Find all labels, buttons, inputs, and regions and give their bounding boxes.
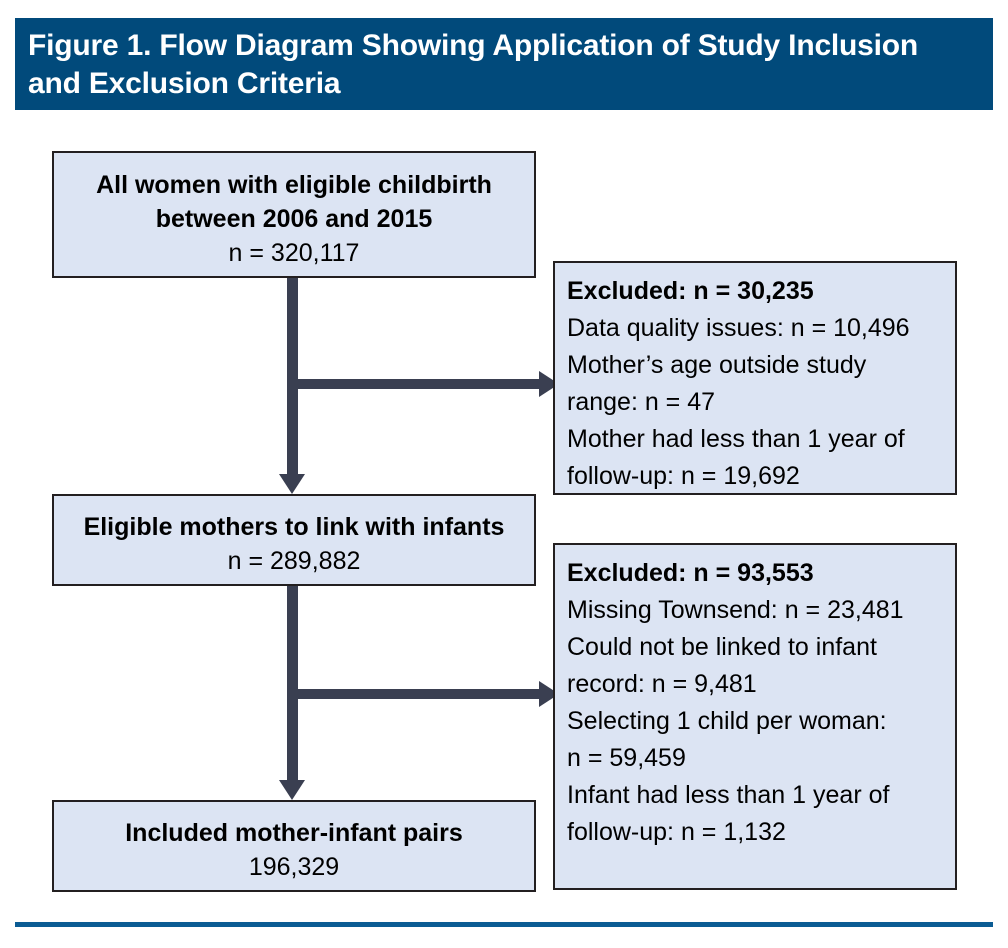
flow-box-line: Included mother-infant pairs: [125, 819, 463, 847]
connector-stem-box1-to-box2: [287, 278, 298, 478]
arrow-down-icon-box2-to-box3: [279, 780, 305, 800]
page-title: Figure 1. Flow Diagram Showing Applicati…: [28, 29, 919, 100]
flow-box-eligible-mothers: Eligible mothers to link with infants n …: [52, 494, 536, 586]
exclusion-reason-line: Mother had less than 1 year of: [567, 425, 905, 453]
connector-branch-to-excluded-2: [292, 689, 544, 699]
exclusion-reason-line: Selecting 1 child per woman:: [567, 707, 887, 735]
exclusion-reason-line: follow-up: n = 1,132: [567, 818, 786, 846]
exclusion-reason-line: record: n = 9,481: [567, 670, 757, 698]
exclusion-reason-line: follow-up: n = 19,692: [567, 462, 800, 490]
exclusion-reason-line: range: n = 47: [567, 388, 716, 416]
flow-box-count: n = 289,882: [227, 547, 361, 575]
flow-box-line: All women with eligible childbirth: [96, 171, 492, 199]
exclusion-reason-line: Mother’s age outside study: [567, 351, 867, 379]
exclusion-reason-line: Data quality issues: n = 10,496: [567, 314, 910, 342]
footer-divider: [15, 922, 993, 927]
flow-box-line: Eligible mothers to link with infants: [83, 513, 505, 541]
exclusion-total-line: Excluded: n = 93,553: [567, 559, 814, 587]
flow-box-all-women: All women with eligible childbirth betwe…: [52, 151, 536, 278]
connector-stem-box2-to-box3: [287, 586, 298, 784]
flow-box-line: between 2006 and 2015: [155, 205, 433, 233]
flow-box-count: n = 320,117: [228, 239, 360, 267]
exclusion-reason-line: Could not be linked to infant: [567, 633, 877, 661]
exclusion-total-line: Excluded: n = 30,235: [567, 277, 814, 305]
flow-box-count: 196,329: [248, 853, 340, 881]
exclusion-reason-line: Missing Townsend: n = 23,481: [567, 596, 904, 624]
exclusion-box-2: Excluded: n = 93,553 Missing Townsend: n…: [553, 543, 957, 890]
figure-title-banner: Figure 1. Flow Diagram Showing Applicati…: [15, 18, 993, 110]
exclusion-box-1: Excluded: n = 30,235 Data quality issues…: [553, 261, 957, 495]
exclusion-reason-line: Infant had less than 1 year of: [567, 781, 890, 809]
exclusion-reason-line: n = 59,459: [567, 744, 686, 772]
arrow-down-icon-box1-to-box2: [279, 474, 305, 494]
connector-branch-to-excluded-1: [292, 379, 544, 389]
flow-box-included-pairs: Included mother-infant pairs 196,329: [52, 800, 536, 892]
